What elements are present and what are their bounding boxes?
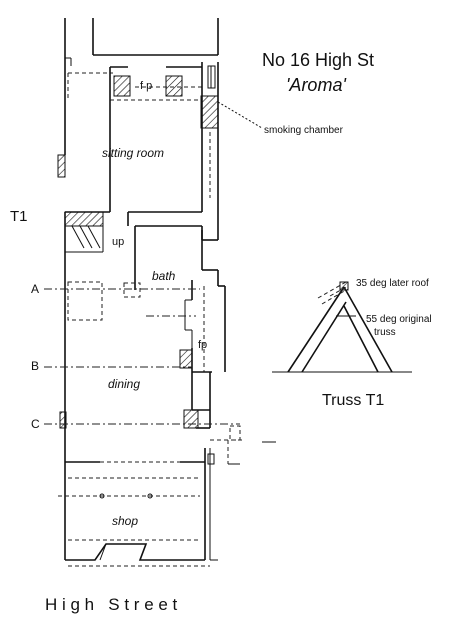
truss-diagram bbox=[272, 281, 412, 373]
dining-walls: B C bbox=[31, 359, 276, 465]
fireplace-label-upper: f p bbox=[140, 80, 152, 92]
section-marker-a: A bbox=[31, 282, 39, 296]
shop-walls bbox=[58, 448, 218, 567]
truss-title: Truss T1 bbox=[322, 392, 384, 409]
room-label-dining: dining bbox=[108, 377, 140, 391]
stairs-up-label: up bbox=[112, 236, 124, 248]
truss-label-later-roof: 35 deg later roof bbox=[356, 278, 429, 289]
street-label: H i g h S t r e e t bbox=[45, 595, 178, 614]
truss-label-original-1: 55 deg original bbox=[366, 314, 432, 325]
fireplace-label-lower: fp bbox=[198, 339, 207, 351]
room-label-sitting-room: sitting room bbox=[102, 146, 164, 160]
rear-walls bbox=[57, 18, 263, 241]
smoking-chamber-label: smoking chamber bbox=[264, 125, 344, 136]
section-marker-b: B bbox=[31, 359, 39, 373]
plan-subtitle: 'Aroma' bbox=[286, 75, 346, 95]
room-label-shop: shop bbox=[112, 514, 138, 528]
section-marker-t1: T1 bbox=[10, 208, 28, 225]
plan-title: No 16 High St bbox=[262, 50, 374, 70]
section-marker-c: C bbox=[31, 417, 40, 431]
room-label-bath: bath bbox=[152, 269, 176, 283]
truss-label-original-2: truss bbox=[374, 327, 396, 338]
